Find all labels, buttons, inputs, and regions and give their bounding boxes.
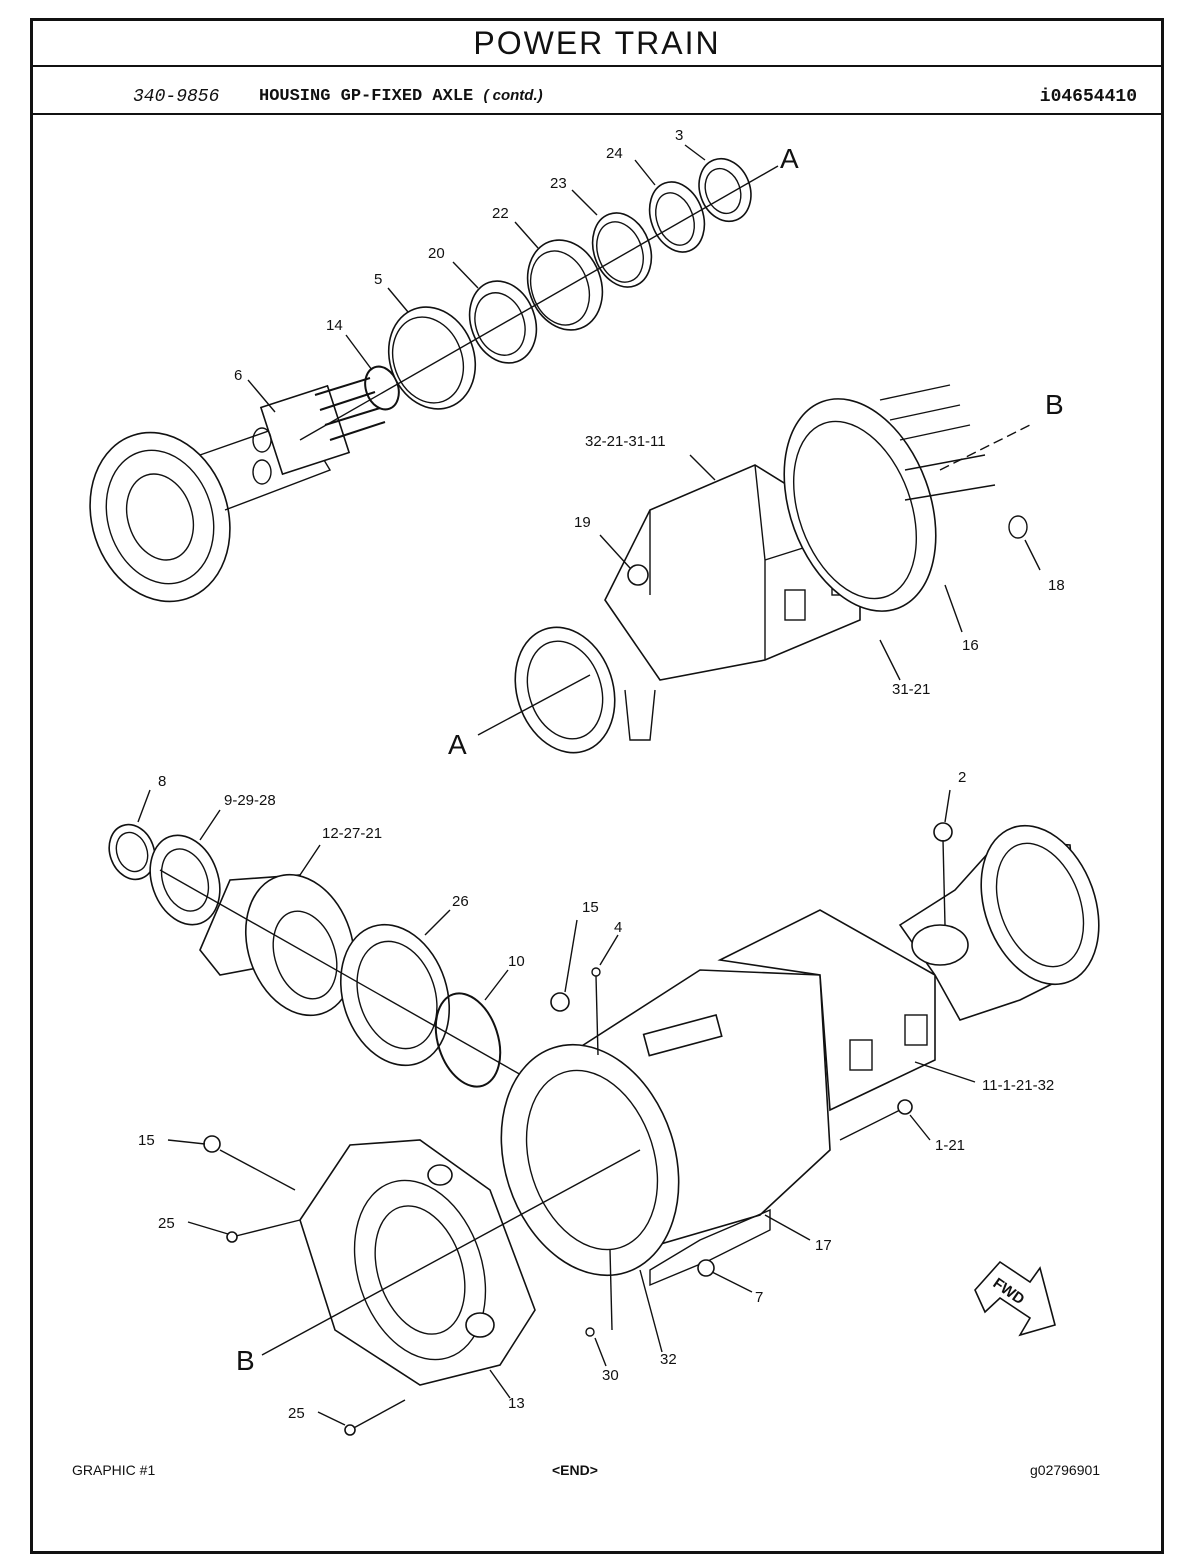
callout-9-29-28: 9-29-28 bbox=[224, 792, 276, 809]
bearing-cone-small-part bbox=[648, 181, 706, 253]
callout-b-top: B bbox=[1045, 389, 1064, 420]
callout-a-mid: A bbox=[448, 729, 467, 760]
graphic-label: GRAPHIC #1 bbox=[72, 1462, 156, 1478]
spindle-housing-part bbox=[514, 384, 996, 754]
part-number: 340-9856 bbox=[133, 87, 220, 107]
callout-17: 17 bbox=[815, 1237, 832, 1254]
page-title: POWER TRAIN bbox=[473, 24, 721, 61]
graphic-id: g02796901 bbox=[1030, 1462, 1101, 1478]
leader-lines bbox=[137, 144, 1041, 1426]
bolt-25-upper-part bbox=[226, 1219, 301, 1243]
callout-3: 3 bbox=[675, 127, 683, 144]
callout-6: 6 bbox=[234, 367, 242, 384]
callout-12-27-21: 12-27-21 bbox=[322, 825, 382, 842]
callout-14: 14 bbox=[326, 317, 343, 334]
callout-32-21-31-11: 32-21-31-11 bbox=[585, 433, 666, 450]
title-bar: POWER TRAIN bbox=[33, 21, 1161, 67]
callout-22: 22 bbox=[492, 205, 509, 222]
end-marker: <END> bbox=[552, 1462, 598, 1478]
callout-31-21: 31-21 bbox=[892, 681, 930, 698]
callout-11-1-21-32: 11-1-21-32 bbox=[982, 1077, 1054, 1094]
subheader: 340-9856 HOUSING GP-FIXED AXLE ( contd.)… bbox=[33, 65, 1161, 115]
callout-7: 7 bbox=[755, 1289, 763, 1306]
carrier-part bbox=[199, 873, 356, 1017]
nut-part bbox=[698, 157, 752, 223]
fwd-arrow-icon: FWD bbox=[974, 1260, 1056, 1337]
axis-line-b-bottom bbox=[261, 1149, 641, 1356]
contd-label: ( contd.) bbox=[483, 87, 543, 104]
seal-8-part bbox=[108, 823, 156, 881]
gasket-part bbox=[339, 923, 451, 1067]
callout-24: 24 bbox=[606, 145, 623, 162]
callout-16: 16 bbox=[962, 637, 979, 654]
axis-line-left bbox=[159, 869, 531, 1081]
callout-26: 26 bbox=[452, 893, 469, 910]
cover-part bbox=[299, 1139, 536, 1386]
axis-line-a bbox=[477, 674, 591, 736]
part-description: HOUSING GP-FIXED AXLE ( contd.) bbox=[259, 87, 543, 106]
pin-30-part bbox=[585, 1249, 613, 1337]
callout-18: 18 bbox=[1048, 577, 1065, 594]
bearing-cup-part bbox=[526, 239, 604, 331]
axis-line-top bbox=[299, 165, 779, 441]
callout-8: 8 bbox=[158, 773, 166, 790]
pin-4-part bbox=[591, 967, 601, 1056]
o-ring-10-part bbox=[434, 992, 502, 1088]
callout-1-21: 1-21 bbox=[935, 1137, 965, 1154]
callout-13: 13 bbox=[508, 1395, 525, 1412]
seal-8-inner bbox=[115, 831, 149, 873]
bolt-7-part bbox=[697, 1259, 715, 1277]
callout-25-upper: 25 bbox=[158, 1215, 175, 1232]
page-frame: POWER TRAIN 340-9856 HOUSING GP-FIXED AX… bbox=[30, 18, 1164, 1554]
callout-32: 32 bbox=[660, 1351, 677, 1368]
callout-2: 2 bbox=[958, 769, 966, 786]
bolt-1-21-part bbox=[839, 1099, 913, 1141]
plug-2-part bbox=[933, 822, 953, 926]
main-housing-part bbox=[500, 824, 1100, 1287]
callout-15-lower: 15 bbox=[138, 1132, 155, 1149]
callout-20: 20 bbox=[428, 245, 445, 262]
callout-5: 5 bbox=[374, 271, 382, 288]
callout-a-top: A bbox=[780, 143, 799, 174]
callout-10: 10 bbox=[508, 953, 525, 970]
illustration-id: i04654410 bbox=[1039, 87, 1137, 107]
callout-b-bottom: B bbox=[236, 1345, 255, 1376]
callout-15-upper: 15 bbox=[582, 899, 599, 916]
callout-4: 4 bbox=[614, 919, 622, 936]
plug-15-lower-part bbox=[203, 1135, 296, 1191]
callout-25-lower: 25 bbox=[288, 1405, 305, 1422]
retainer-part bbox=[149, 834, 221, 926]
plug-15-upper-part bbox=[550, 992, 570, 1012]
bearing-cone-part bbox=[468, 280, 538, 364]
hub-flange-part bbox=[89, 377, 386, 603]
callout-19: 19 bbox=[574, 514, 591, 531]
axis-line-b-top bbox=[939, 424, 1031, 471]
seal-part bbox=[387, 306, 477, 410]
plug-18-part bbox=[1008, 515, 1028, 539]
callout-23: 23 bbox=[550, 175, 567, 192]
bolt-25-lower-part bbox=[344, 1399, 406, 1436]
part-description-text: HOUSING GP-FIXED AXLE bbox=[259, 87, 474, 106]
callout-30: 30 bbox=[602, 1367, 619, 1384]
